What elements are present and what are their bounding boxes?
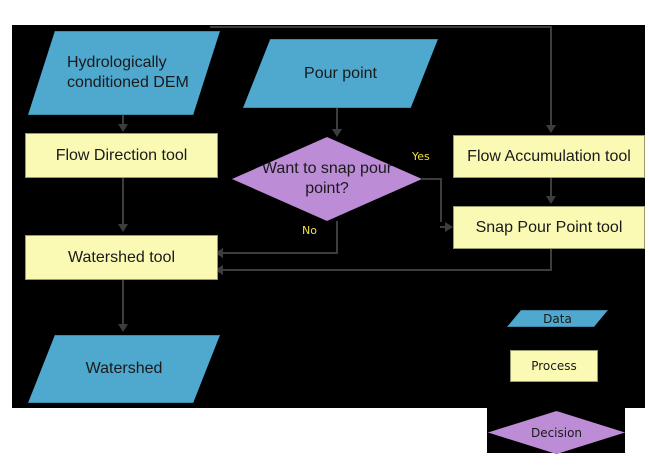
edge-flowaccum-to-snap-line bbox=[550, 178, 552, 197]
edge-dem-to-flowdir-arrow bbox=[118, 124, 128, 132]
edge-top-rail-to-flowaccum-line bbox=[550, 26, 552, 126]
edge-flowaccum-to-snap-arrow bbox=[546, 196, 556, 204]
legend-item-data: Data bbox=[507, 310, 608, 327]
edge-snap-return-vertical bbox=[550, 249, 552, 271]
edge-label-yes: Yes bbox=[412, 150, 430, 163]
edge-watershedtool-to-watershed-line bbox=[122, 280, 124, 325]
node-watershed-tool[interactable]: Watershed tool bbox=[25, 235, 218, 280]
edge-watershedtool-to-watershed-arrow bbox=[118, 324, 128, 332]
edge-flowdir-to-watershedtool-line bbox=[122, 178, 124, 225]
edge-yes-stub bbox=[440, 226, 446, 228]
node-flow-direction-tool[interactable]: Flow Direction tool bbox=[25, 133, 218, 178]
edge-top-rail-to-flowaccum-arrow bbox=[546, 125, 556, 133]
edge-dem-to-flowdir-line bbox=[122, 114, 124, 125]
edge-pourpoint-to-decision-arrow bbox=[332, 129, 342, 137]
edge-label-no: No bbox=[302, 224, 317, 237]
edge-yes-arrow bbox=[445, 222, 453, 232]
edge-snap-return-horizontal bbox=[222, 269, 552, 271]
edge-top-rail-horizontal bbox=[210, 26, 552, 28]
node-watershed[interactable]: Watershed bbox=[28, 335, 220, 403]
node-snap-pour-point-tool[interactable]: Snap Pour Point tool bbox=[453, 206, 645, 249]
edge-snap-return-arrow bbox=[215, 265, 223, 275]
node-hydrologically-conditioned-dem[interactable]: Hydrologically conditioned DEM bbox=[28, 31, 220, 115]
edge-no-vertical bbox=[336, 221, 338, 254]
edge-yes-horizontal bbox=[422, 178, 442, 180]
node-pour-point[interactable]: Pour point bbox=[243, 39, 438, 108]
legend-item-process: Process bbox=[510, 350, 598, 382]
edge-flowdir-to-watershedtool-arrow bbox=[118, 224, 128, 232]
edge-yes-vertical bbox=[440, 178, 442, 222]
edge-pourpoint-to-decision-line bbox=[336, 108, 338, 130]
node-flow-accumulation-tool[interactable]: Flow Accumulation tool bbox=[453, 135, 645, 178]
edge-no-arrow bbox=[215, 248, 223, 258]
edge-no-horizontal bbox=[222, 252, 338, 254]
